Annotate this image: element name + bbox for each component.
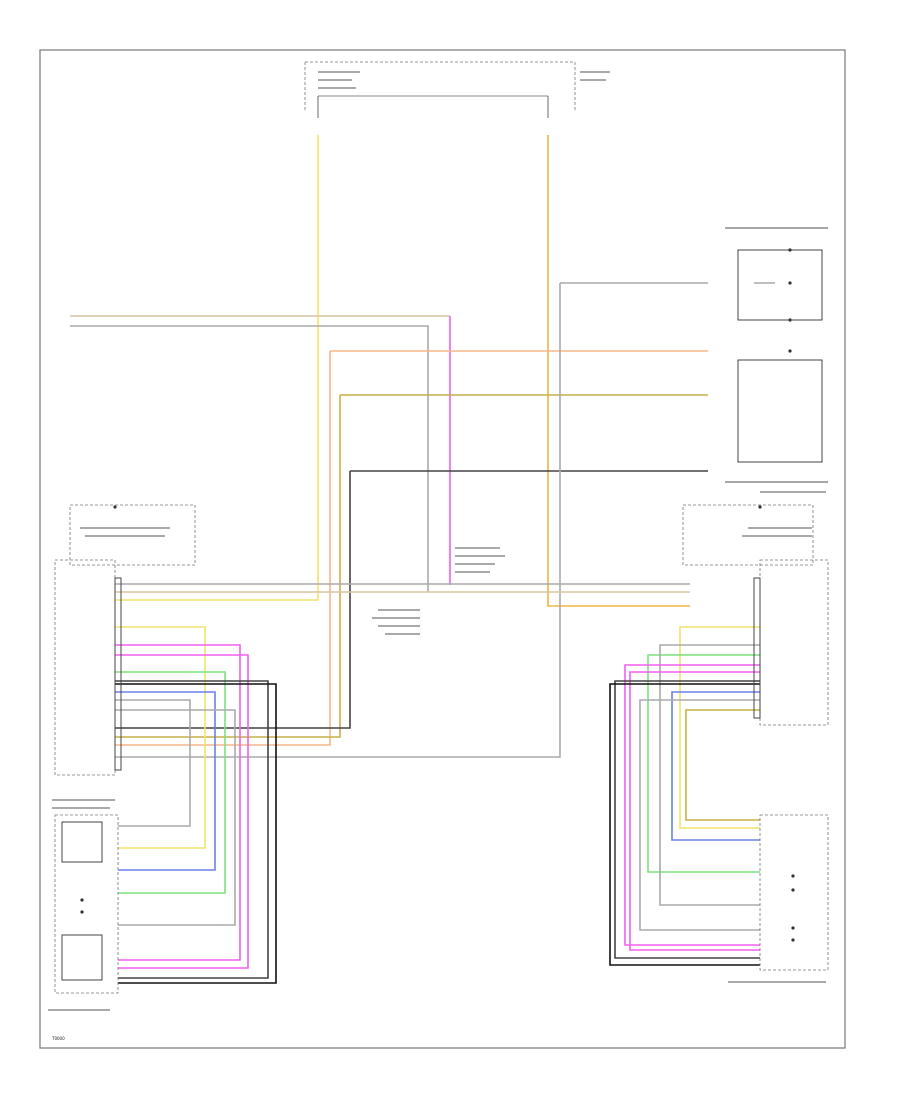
outer-frame	[39, 49, 846, 1049]
wire-right-black	[609, 683, 760, 966]
left-seat-switch-inner-2	[61, 934, 103, 981]
left-module-top	[69, 504, 196, 566]
left-module-top-box	[69, 504, 196, 566]
right-module-top-terminal	[758, 505, 762, 509]
wire-left-green	[115, 671, 226, 894]
right-seat-switch-dot-4	[791, 938, 795, 942]
right-seat-module	[753, 559, 829, 726]
wire-right-gray-2	[639, 699, 760, 931]
left-seat-connector-block	[114, 577, 122, 771]
wire-gray-top-left	[70, 325, 429, 592]
right-seat-module-box	[759, 559, 829, 726]
left-seat-module	[54, 559, 122, 776]
right-top-relay-terminal-2	[788, 281, 792, 285]
left-seat-module-box	[54, 559, 116, 776]
wire-yellow-left-trunk	[115, 135, 319, 601]
wire-olive-down	[115, 395, 341, 738]
left-module-top-terminal	[113, 505, 117, 509]
wire-left-dark-1	[115, 680, 269, 979]
wire-left-yellow	[115, 626, 206, 849]
wire-right-blue	[671, 691, 760, 841]
left-seat-switch-box	[54, 814, 119, 994]
right-seat-switch	[728, 814, 829, 983]
left-seat-switch-inner-1	[61, 821, 103, 863]
top-fuse-block	[304, 61, 610, 118]
wire-right-dark	[614, 680, 760, 959]
right-top-relay-terminal-3	[788, 318, 792, 322]
wire-left-gray	[115, 709, 236, 926]
right-top-relay-box	[737, 249, 823, 321]
right-middle-switch-terminal-1	[788, 349, 792, 353]
right-seat-switch-box	[759, 814, 829, 971]
wire-left-blue	[115, 691, 216, 871]
left-seat-switch-dot-1	[80, 898, 84, 902]
wire-left-pink-2	[115, 654, 249, 969]
center-module-note	[372, 547, 505, 635]
wire-orange-right-trunk	[547, 135, 690, 607]
wire-dark-down	[115, 471, 351, 729]
left-seat-switch	[48, 799, 119, 1011]
wire-right-yellow	[679, 626, 760, 829]
wire-left-dark-2	[115, 683, 277, 984]
left-seat-switch-dot-2	[80, 910, 84, 914]
right-seat-switch-dot-2	[791, 888, 795, 892]
right-module-top-box	[682, 504, 814, 566]
wire-right-pink-2	[629, 671, 760, 951]
right-top-relay-terminal-1	[788, 248, 792, 252]
wire-right-green	[647, 654, 760, 873]
wire-gray-right-down	[115, 283, 561, 758]
top-fuse-block-outline	[304, 61, 576, 112]
right-seat-switch-dot-1	[791, 874, 795, 878]
wire-right-pink-1	[624, 664, 760, 946]
right-top-relay	[725, 227, 828, 322]
right-seat-switch-dot-3	[791, 926, 795, 930]
wire-salmon-down	[115, 351, 331, 746]
wires-group	[70, 135, 760, 984]
right-middle-switch-box	[737, 359, 823, 463]
right-seat-connector-block	[753, 577, 761, 719]
right-module-top	[682, 504, 814, 566]
wire-right-olive	[685, 709, 760, 821]
wire-right-gray	[659, 644, 760, 906]
figure-code: T0000	[51, 1036, 65, 1041]
wire-left-pink-1	[115, 644, 241, 961]
wire-left-gray-2	[115, 699, 191, 827]
right-middle-switch	[725, 349, 828, 493]
